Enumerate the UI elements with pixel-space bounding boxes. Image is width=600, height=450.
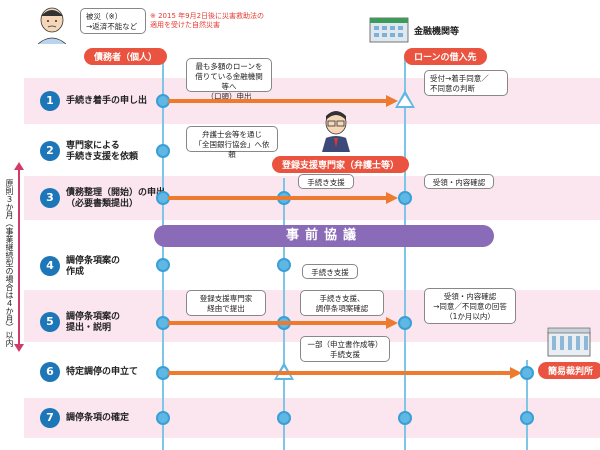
bank-tag: ローンの借入先: [404, 48, 487, 65]
disaster-note: ※ 2015 年9月2日後に災害救助法の 適用を受けた自然災害: [150, 12, 265, 29]
bank-building-icon: [368, 14, 410, 44]
step-5-bank-callout: 受領・内容確認 →同意／不同意の回答 （1か月以内）: [424, 288, 516, 324]
step-7-court-node: [520, 411, 534, 425]
step-2-debtor-node: [156, 144, 170, 158]
step-6-label: 特定調停の申立て: [66, 367, 139, 377]
step-1-arrow: [168, 99, 390, 103]
step-5-arrow: [168, 321, 390, 325]
expert-avatar: [318, 108, 354, 152]
period-bracket-top-arrow: [14, 162, 24, 170]
period-note: 原則３か月（事業継続型の場合は４か月）以内: [5, 179, 14, 347]
step-6-number: 6: [40, 362, 60, 382]
debtor-bubble: 被災（※） →返済不能など: [80, 8, 146, 34]
step-1-label: 手続き着手の申し出: [66, 96, 148, 106]
step-6-arrow: [168, 371, 514, 375]
step-5-expert-callout: 手続き支援、 調停条項案確認: [300, 290, 384, 316]
step-1-number: 1: [40, 91, 60, 111]
pre-consultation-bar: 事前協議: [154, 225, 494, 247]
step-7-bank-node: [398, 411, 412, 425]
step-1-debtor-callout: 最も多額のローンを 借りている金融機関等へ （口頭）申出: [186, 58, 272, 101]
debtor-lane: [162, 58, 164, 450]
step-7-label: 調停条項の確定: [66, 413, 130, 423]
step-4-number: 4: [40, 256, 60, 276]
period-bracket-bottom-arrow: [14, 344, 24, 352]
step-6-expert-callout: 一部（申立書作成等） 手続支援: [300, 336, 390, 362]
step-3-bank-callout: 受領・内容確認: [424, 174, 494, 189]
step-2-debtor-callout: 弁護士会等を通じ 「全国銀行協会」へ依頼: [186, 126, 278, 159]
step-6-court-node: [520, 366, 534, 380]
step-3-arrow: [168, 196, 390, 200]
step-3-bank-node: [398, 191, 412, 205]
step-3-arrowhead: [386, 192, 398, 204]
step-5-debtor-callout: 登録支援専門家 経由で提出: [186, 290, 266, 316]
court-tag: 簡易裁判所: [538, 362, 600, 379]
period-bracket: [18, 168, 20, 346]
expert-lane: [283, 178, 285, 450]
step-7-number: 7: [40, 408, 60, 428]
step-5-label: 調停条項案の 提出・説明: [66, 312, 121, 333]
step-7-expert-node: [277, 411, 291, 425]
step-4-label: 調停条項案の 作成: [66, 256, 121, 277]
court-lane: [526, 360, 528, 450]
step-3-number: 3: [40, 188, 60, 208]
step-1-bank-callout: 受付→着手同意／ 不同意の判断: [424, 70, 508, 96]
debtor-tag: 債務者（個人）: [84, 48, 168, 65]
step-7-debtor-node: [156, 411, 170, 425]
debtor-avatar: [34, 4, 70, 45]
step-band-7: [24, 398, 600, 438]
step-5-number: 5: [40, 312, 60, 332]
step-6-arrowhead: [510, 367, 522, 379]
bank-label: 金融機関等: [414, 27, 460, 37]
step-5-bank-node: [398, 316, 412, 330]
step-4-debtor-node: [156, 258, 170, 272]
step-2-label: 専門家による 手続き支援を依頼: [66, 141, 139, 162]
expert-tag: 登録支援専門家（弁護士等）: [272, 156, 410, 173]
step-3-label: 債務整理（開始）の申出 （必要書類提出）: [66, 188, 166, 209]
step-4-expert-node: [277, 258, 291, 272]
court-building-icon: [546, 326, 592, 358]
bank-lane: [404, 58, 406, 450]
step-2-number: 2: [40, 141, 60, 161]
step-4-expert-callout: 手続き支援: [302, 264, 358, 279]
step-5-arrowhead: [386, 317, 398, 329]
step-3-expert-callout: 手続き支援: [298, 174, 354, 189]
step-1-bank-triangle-inner: [398, 95, 412, 106]
